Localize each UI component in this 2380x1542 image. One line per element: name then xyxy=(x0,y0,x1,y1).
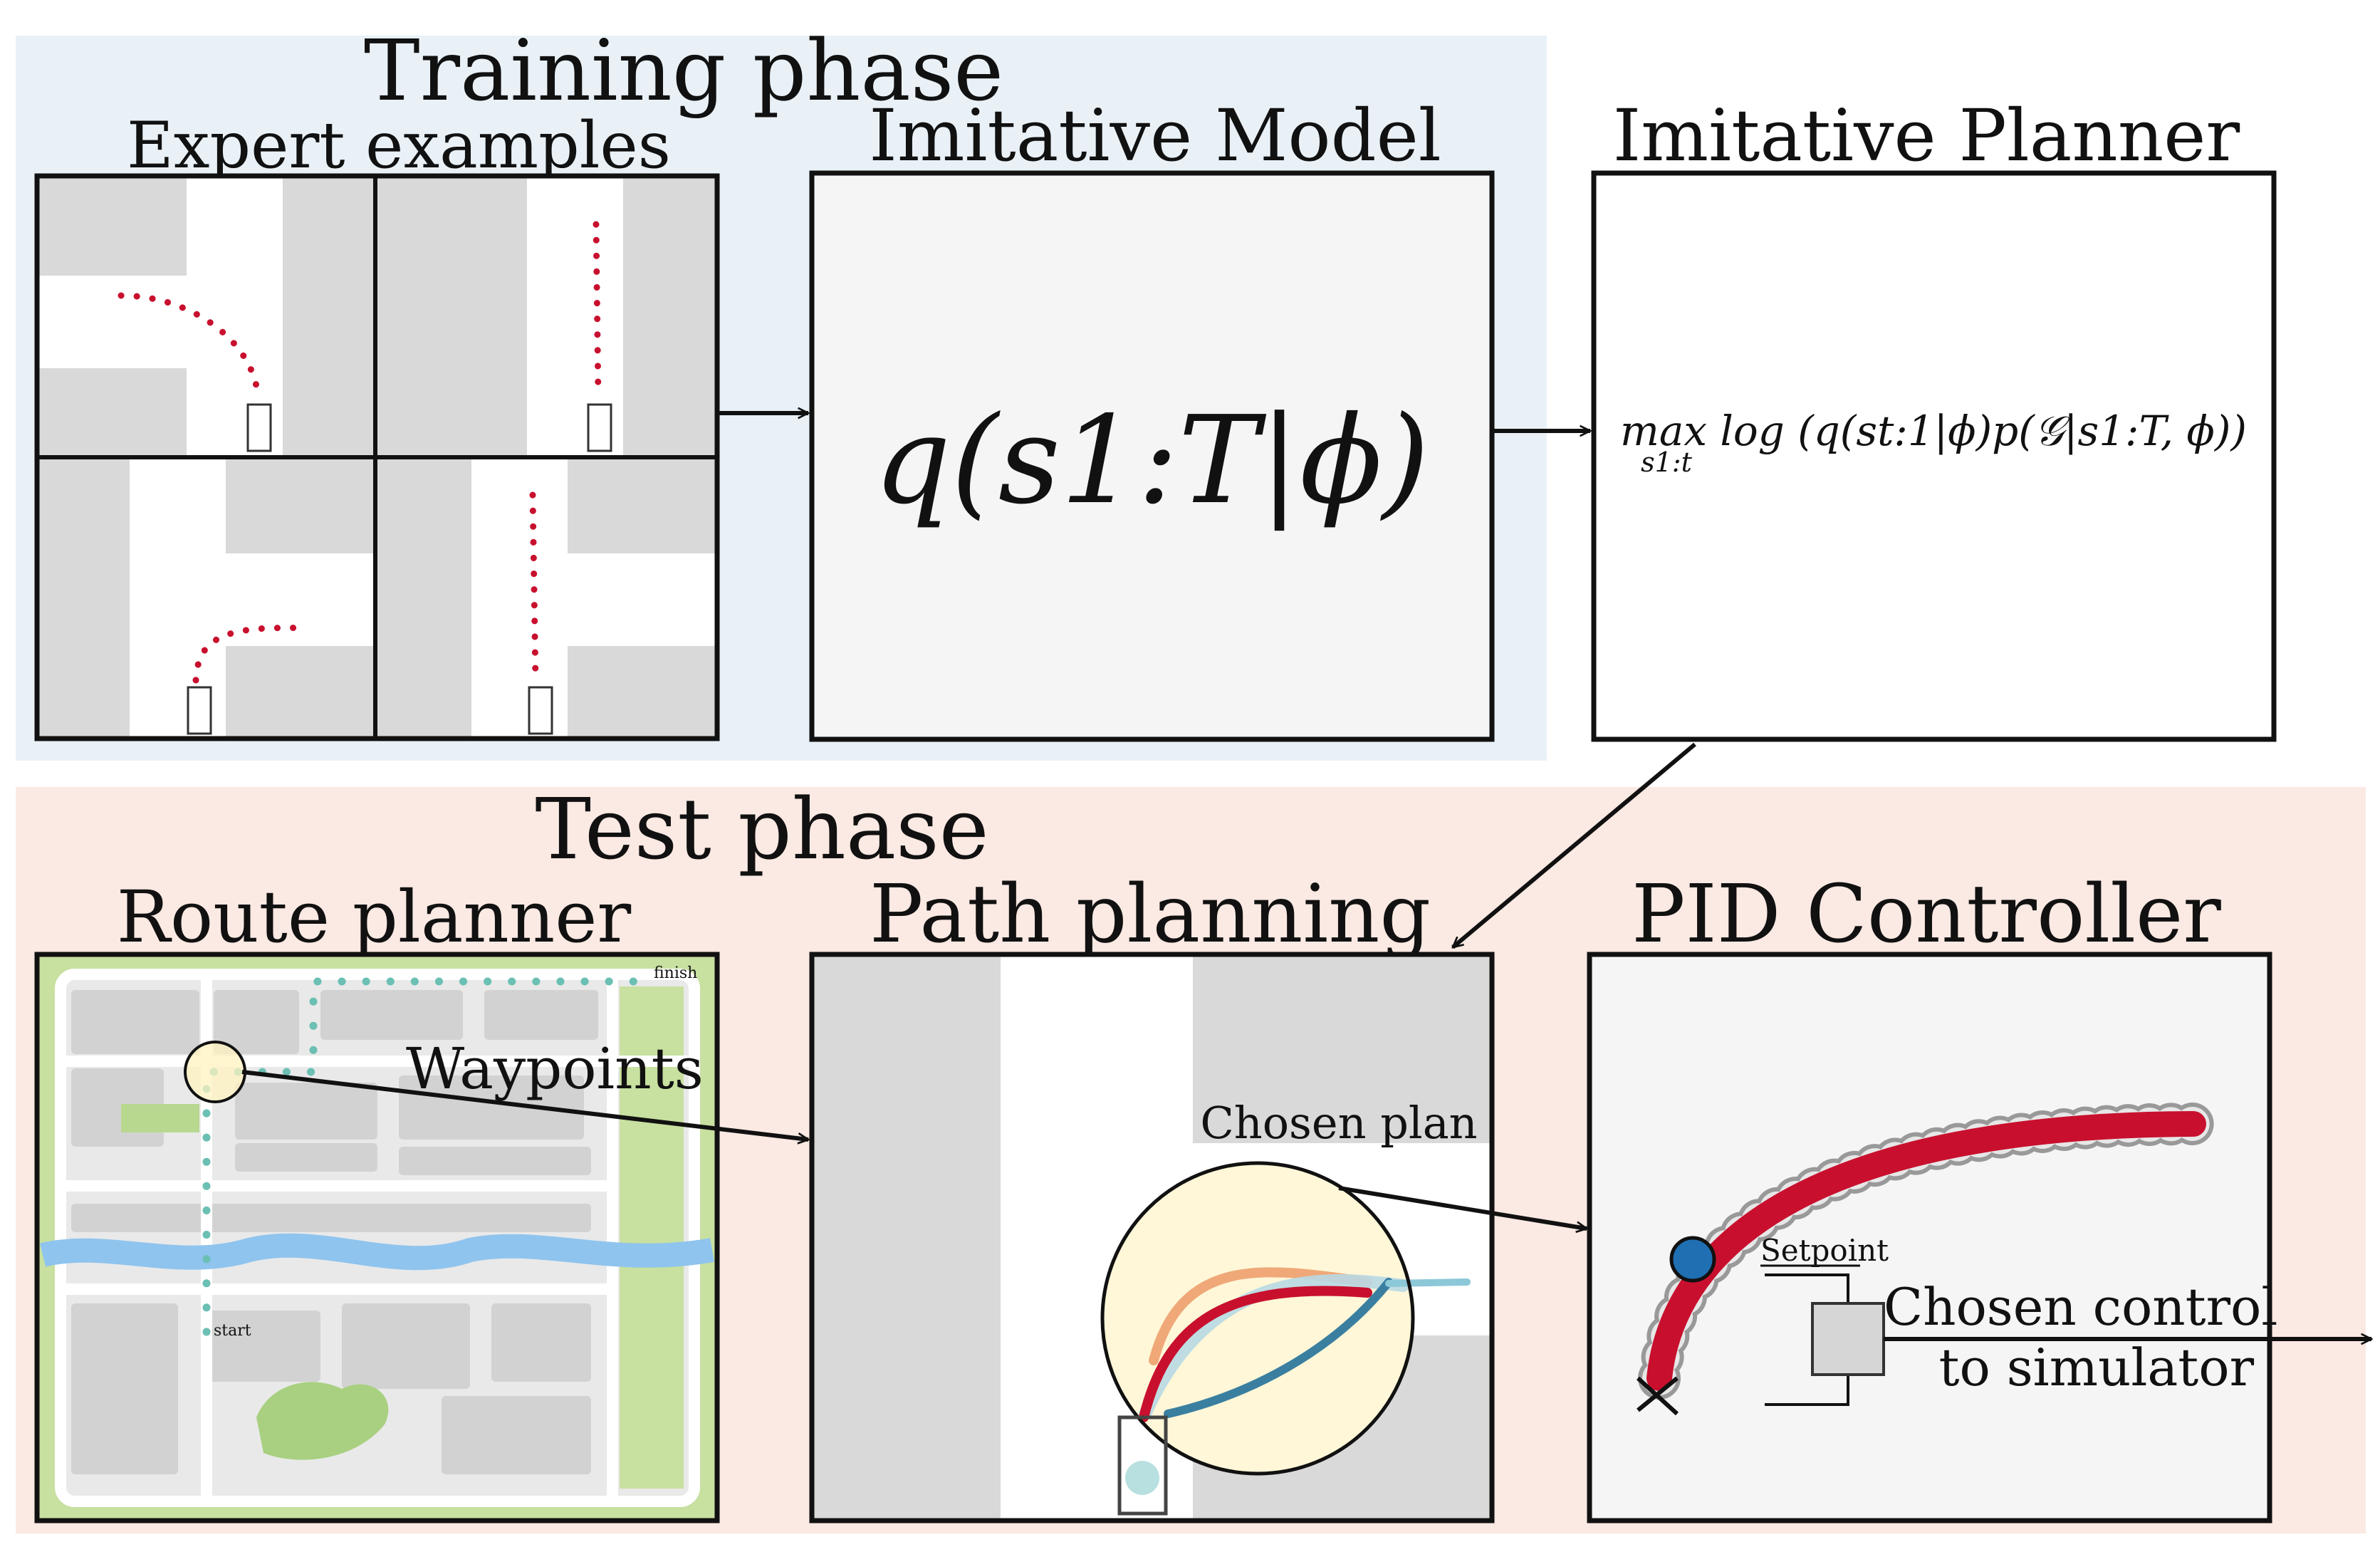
car-icon xyxy=(1117,1415,1168,1516)
expert-example-straight xyxy=(375,176,717,457)
arrow-plan-to-pid xyxy=(1338,1186,1587,1229)
vehicle-cross-icon xyxy=(1636,1376,1679,1416)
route-start-label: start xyxy=(214,1322,251,1340)
chosen-control-label-line2: to simulator xyxy=(1939,1338,2255,1397)
imitative-planner-box xyxy=(1591,170,2277,742)
test-phase-title: Test phase xyxy=(535,780,988,878)
setpoint-marker xyxy=(1669,1236,1716,1283)
car-icon xyxy=(246,403,272,452)
imitative-model-formula: q(s1:T|ϕ) xyxy=(874,390,1430,531)
waypoint-route xyxy=(202,977,652,1336)
trajectory-dots xyxy=(593,221,602,399)
car-icon xyxy=(587,403,612,452)
pid-controller-box xyxy=(1587,952,2272,1523)
expert-example-straight-2 xyxy=(375,457,717,739)
flow-arrows xyxy=(241,413,2371,1339)
expert-examples-grid xyxy=(34,173,720,741)
imitative-planner-formula: max log (q(st:1|ϕ)p(𝒢|s1:T, ϕ)) xyxy=(1620,407,2247,455)
river xyxy=(39,1233,714,1271)
car-icon xyxy=(187,686,212,735)
trajectory-dots xyxy=(192,624,311,684)
trajectory-dots xyxy=(529,491,539,684)
waypoint-zoom-circle xyxy=(184,1041,246,1103)
expert-example-right-turn xyxy=(37,457,375,739)
path-planning-title: Path planning xyxy=(870,868,1431,961)
imitative-model-title: Imitative Model xyxy=(869,94,1441,177)
imitative-planner-title: Imitative Planner xyxy=(1613,94,2240,177)
chosen-plan-label: Chosen plan xyxy=(1200,1097,1477,1149)
arrow-planner-to-path xyxy=(1453,742,1696,949)
waypoints-label: Waypoints xyxy=(406,1036,704,1102)
route-finish-label: finish xyxy=(654,964,697,982)
chosen-control-label-line1: Chosen control xyxy=(1884,1277,2277,1337)
city-blocks xyxy=(71,990,598,1474)
route-planner-title: Route planner xyxy=(117,875,632,959)
pid-block xyxy=(1811,1302,1885,1376)
arrow-waypoints-to-path xyxy=(241,1070,808,1140)
chosen-plan-zoom-circle xyxy=(1100,1161,1415,1476)
car-icon xyxy=(528,686,553,735)
pid-controller-title: PID Controller xyxy=(1632,868,2221,961)
car-position-dot xyxy=(1125,1461,1159,1495)
imitative-model-box xyxy=(809,170,1495,742)
expert-example-left-turn xyxy=(37,176,375,457)
imitative-planner-subscript: s1:t xyxy=(1641,447,1692,478)
setpoint-label: Setpoint xyxy=(1760,1233,1889,1268)
control-trajectory xyxy=(1646,1111,2206,1391)
path-planning-box xyxy=(809,952,1495,1523)
training-phase-title: Training phase xyxy=(364,21,1003,120)
expert-examples-title: Expert examples xyxy=(127,108,671,183)
